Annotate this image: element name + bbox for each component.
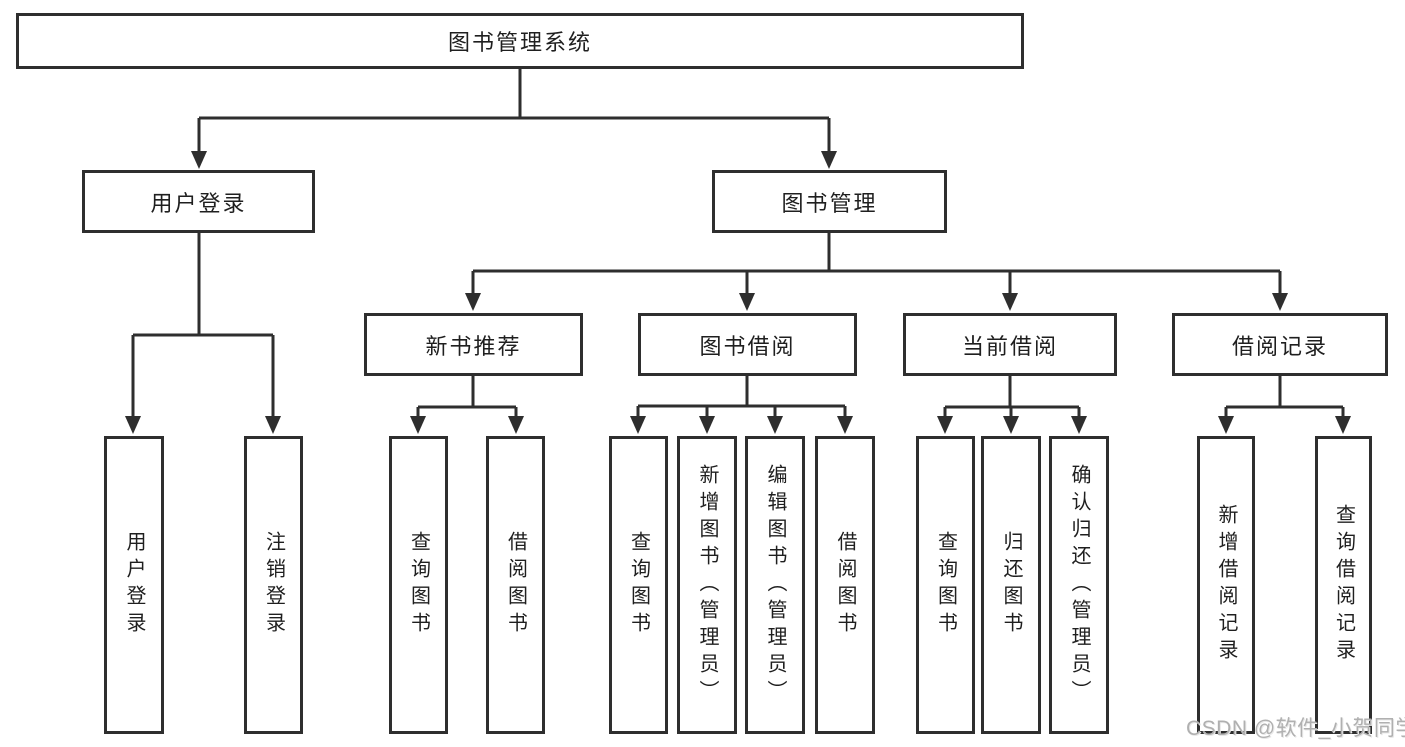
arrowhead-icon: [508, 416, 524, 434]
node-logout: 注销登录: [244, 436, 303, 734]
connector-lines: [197, 69, 831, 153]
node-new-book-recommend: 新书推荐: [364, 313, 583, 376]
arrowhead-icon: [1218, 416, 1234, 434]
arrowhead-icon: [821, 151, 837, 169]
connector-lines: [943, 376, 1081, 418]
connector-root: [191, 69, 837, 169]
node-label: 查询借阅记录: [1332, 504, 1355, 666]
connector-book-borrow: [630, 376, 853, 434]
arrowhead-icon: [699, 416, 715, 434]
node-label: 新书推荐: [425, 333, 522, 359]
arrowhead-icon: [630, 416, 646, 434]
connector-book-management: [465, 233, 1288, 311]
connector-lines: [471, 233, 1282, 295]
arrowhead-icon: [837, 416, 853, 434]
arrowhead-icon: [767, 416, 783, 434]
node-label: 借阅记录: [1231, 333, 1328, 359]
node-label: 新增借阅记录: [1215, 504, 1237, 666]
node-label: 查询图书: [934, 531, 957, 639]
arrowhead-icon: [1071, 416, 1087, 434]
node-label: 图书借阅: [699, 333, 796, 359]
arrowhead-icon: [265, 416, 281, 434]
connector-lines: [416, 376, 518, 418]
node-label: 图书管理系统: [447, 30, 592, 55]
node-library-system: 图书管理系统: [16, 13, 1024, 69]
node-label: 借阅图书: [834, 531, 856, 639]
connector-new-book-recommend: [410, 376, 524, 434]
arrowhead-icon: [1335, 416, 1351, 434]
node-book-borrow: 图书借阅: [638, 313, 857, 376]
node-label: 当前借阅: [961, 333, 1058, 359]
connector-borrow-record: [1218, 376, 1351, 434]
node-label: 借阅图书: [504, 531, 527, 639]
node-label: 查询图书: [407, 531, 430, 639]
node-borrow-book-recommend: 借阅图书: [486, 436, 545, 734]
node-user-login-leaf: 用户登录: [104, 436, 164, 734]
connector-lines: [636, 376, 847, 418]
node-label: 查询图书: [627, 531, 650, 639]
node-add-book-admin: 新增图书（管理员）: [677, 436, 737, 734]
connector-lines: [1224, 376, 1345, 418]
arrowhead-icon: [739, 293, 755, 311]
node-borrow-record: 借阅记录: [1172, 313, 1388, 376]
node-query-book-current: 查询图书: [916, 436, 975, 734]
arrowhead-icon: [1272, 293, 1288, 311]
watermark: CSDN @软件_小贺同学: [1186, 717, 1405, 740]
arrowhead-icon: [465, 293, 481, 311]
node-label: 新增图书（管理员）: [696, 463, 718, 707]
node-label: 注销登录: [262, 531, 285, 639]
node-label: 用户登录: [123, 531, 145, 639]
node-current-borrow: 当前借阅: [903, 313, 1117, 376]
node-label: 确认归还（管理员）: [1068, 463, 1090, 707]
node-edit-book-admin: 编辑图书（管理员）: [745, 436, 805, 734]
arrowhead-icon: [1002, 293, 1018, 311]
node-query-book-borrow: 查询图书: [609, 436, 668, 734]
node-user-login: 用户登录: [82, 170, 315, 233]
arrowhead-icon: [1003, 416, 1019, 434]
connector-current-borrow: [937, 376, 1087, 434]
arrowhead-icon: [125, 416, 141, 434]
node-query-borrow-record: 查询借阅记录: [1315, 436, 1372, 734]
node-book-management: 图书管理: [712, 170, 947, 233]
node-return-book: 归还图书: [981, 436, 1041, 734]
node-label: 用户登录: [150, 190, 247, 216]
node-label: 编辑图书（管理员）: [764, 463, 786, 707]
arrowhead-icon: [937, 416, 953, 434]
arrowhead-icon: [191, 151, 207, 169]
node-label: 归还图书: [1000, 531, 1022, 639]
node-confirm-return-admin: 确认归还（管理员）: [1049, 436, 1109, 734]
node-query-book-recommend: 查询图书: [389, 436, 448, 734]
node-label: 图书管理: [781, 190, 878, 216]
node-add-borrow-record: 新增借阅记录: [1197, 436, 1255, 734]
connector-user-login: [125, 233, 281, 434]
arrowhead-icon: [410, 416, 426, 434]
connector-lines: [131, 233, 275, 418]
node-borrow-book: 借阅图书: [815, 436, 875, 734]
